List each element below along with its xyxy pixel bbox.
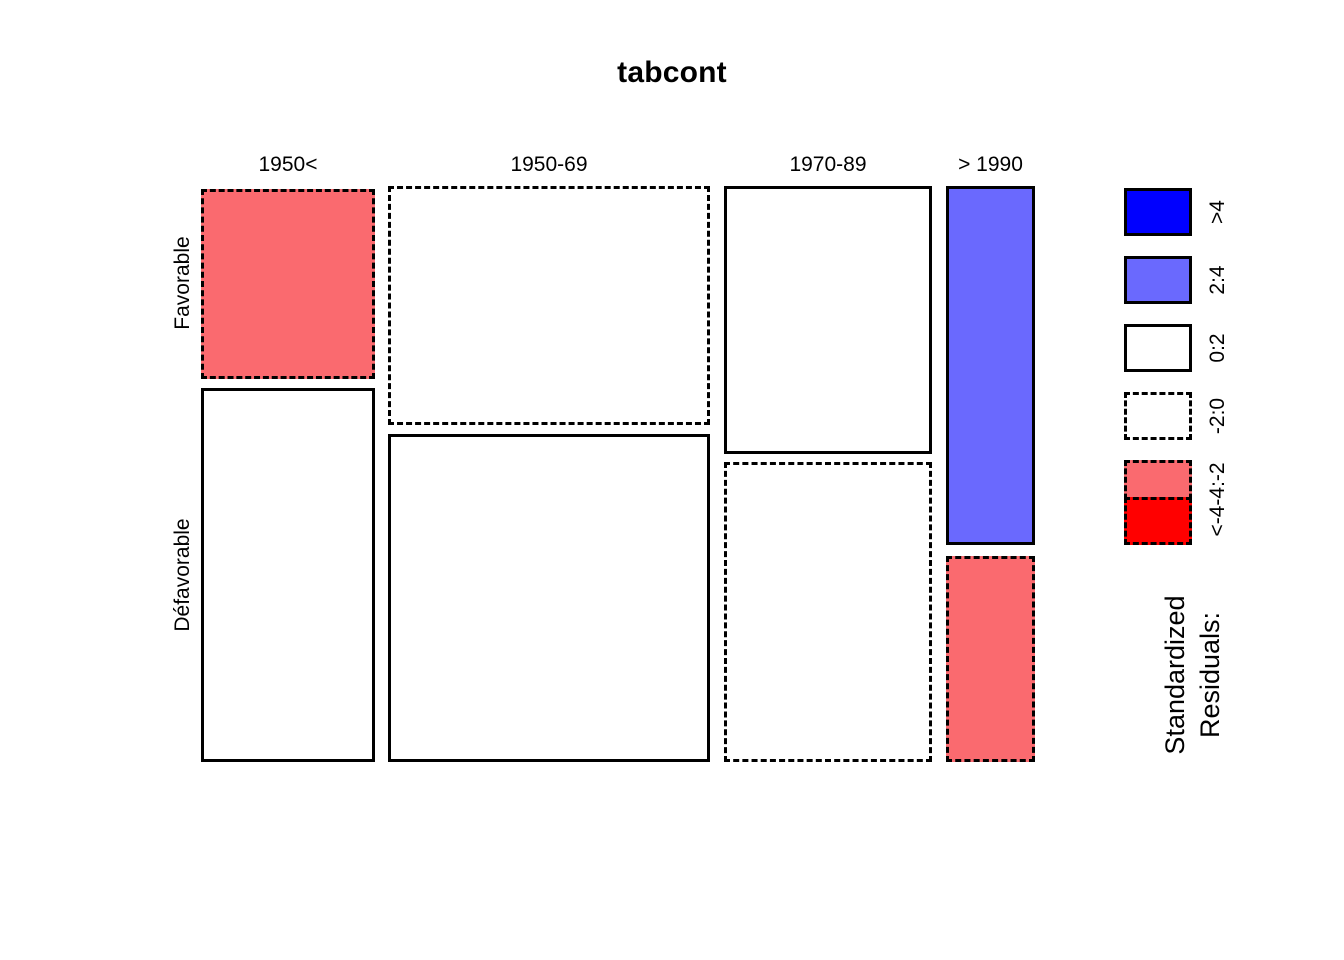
- legend-title-line-2: Residuals:: [1195, 611, 1225, 739]
- page-title: tabcont: [617, 56, 727, 89]
- legend-label-gt4: >4: [1206, 200, 1229, 224]
- mosaic-tile-defavorable-1970-89[interactable]: [724, 462, 932, 762]
- legend-swatch-0to2[interactable]: [1124, 324, 1192, 372]
- legend-swatch-gt4[interactable]: [1124, 188, 1192, 236]
- legend-title-line-1: Standardized: [1160, 595, 1190, 755]
- column-label-1950-69: 1950-69: [510, 153, 588, 176]
- legend-swatch-2to4[interactable]: [1124, 256, 1192, 304]
- mosaic-tile-defavorable-1950-69[interactable]: [388, 434, 710, 762]
- mosaic-tile-defavorable-1950lt[interactable]: [201, 388, 375, 762]
- column-label-1950-lt: 1950<: [258, 153, 318, 176]
- legend-label-neg2to0: -2:0: [1206, 397, 1229, 435]
- mosaic-tile-favorable-gt1990[interactable]: [946, 186, 1035, 545]
- legend-swatch-ltneg4[interactable]: [1124, 497, 1192, 545]
- mosaic-tile-favorable-1950-69[interactable]: [388, 186, 710, 425]
- mosaic-tile-favorable-1970-89[interactable]: [724, 186, 932, 454]
- legend-label-2to4: 2:4: [1206, 265, 1229, 295]
- column-label-1970-89: 1970-89: [789, 153, 867, 176]
- column-label-gt-1990: > 1990: [958, 153, 1023, 176]
- mosaic-tile-favorable-1950lt[interactable]: [201, 189, 375, 379]
- mosaic-tile-defavorable-gt1990[interactable]: [946, 556, 1035, 762]
- legend-swatch-neg2to0[interactable]: [1124, 392, 1192, 440]
- legend-label-0to2: 0:2: [1206, 333, 1229, 363]
